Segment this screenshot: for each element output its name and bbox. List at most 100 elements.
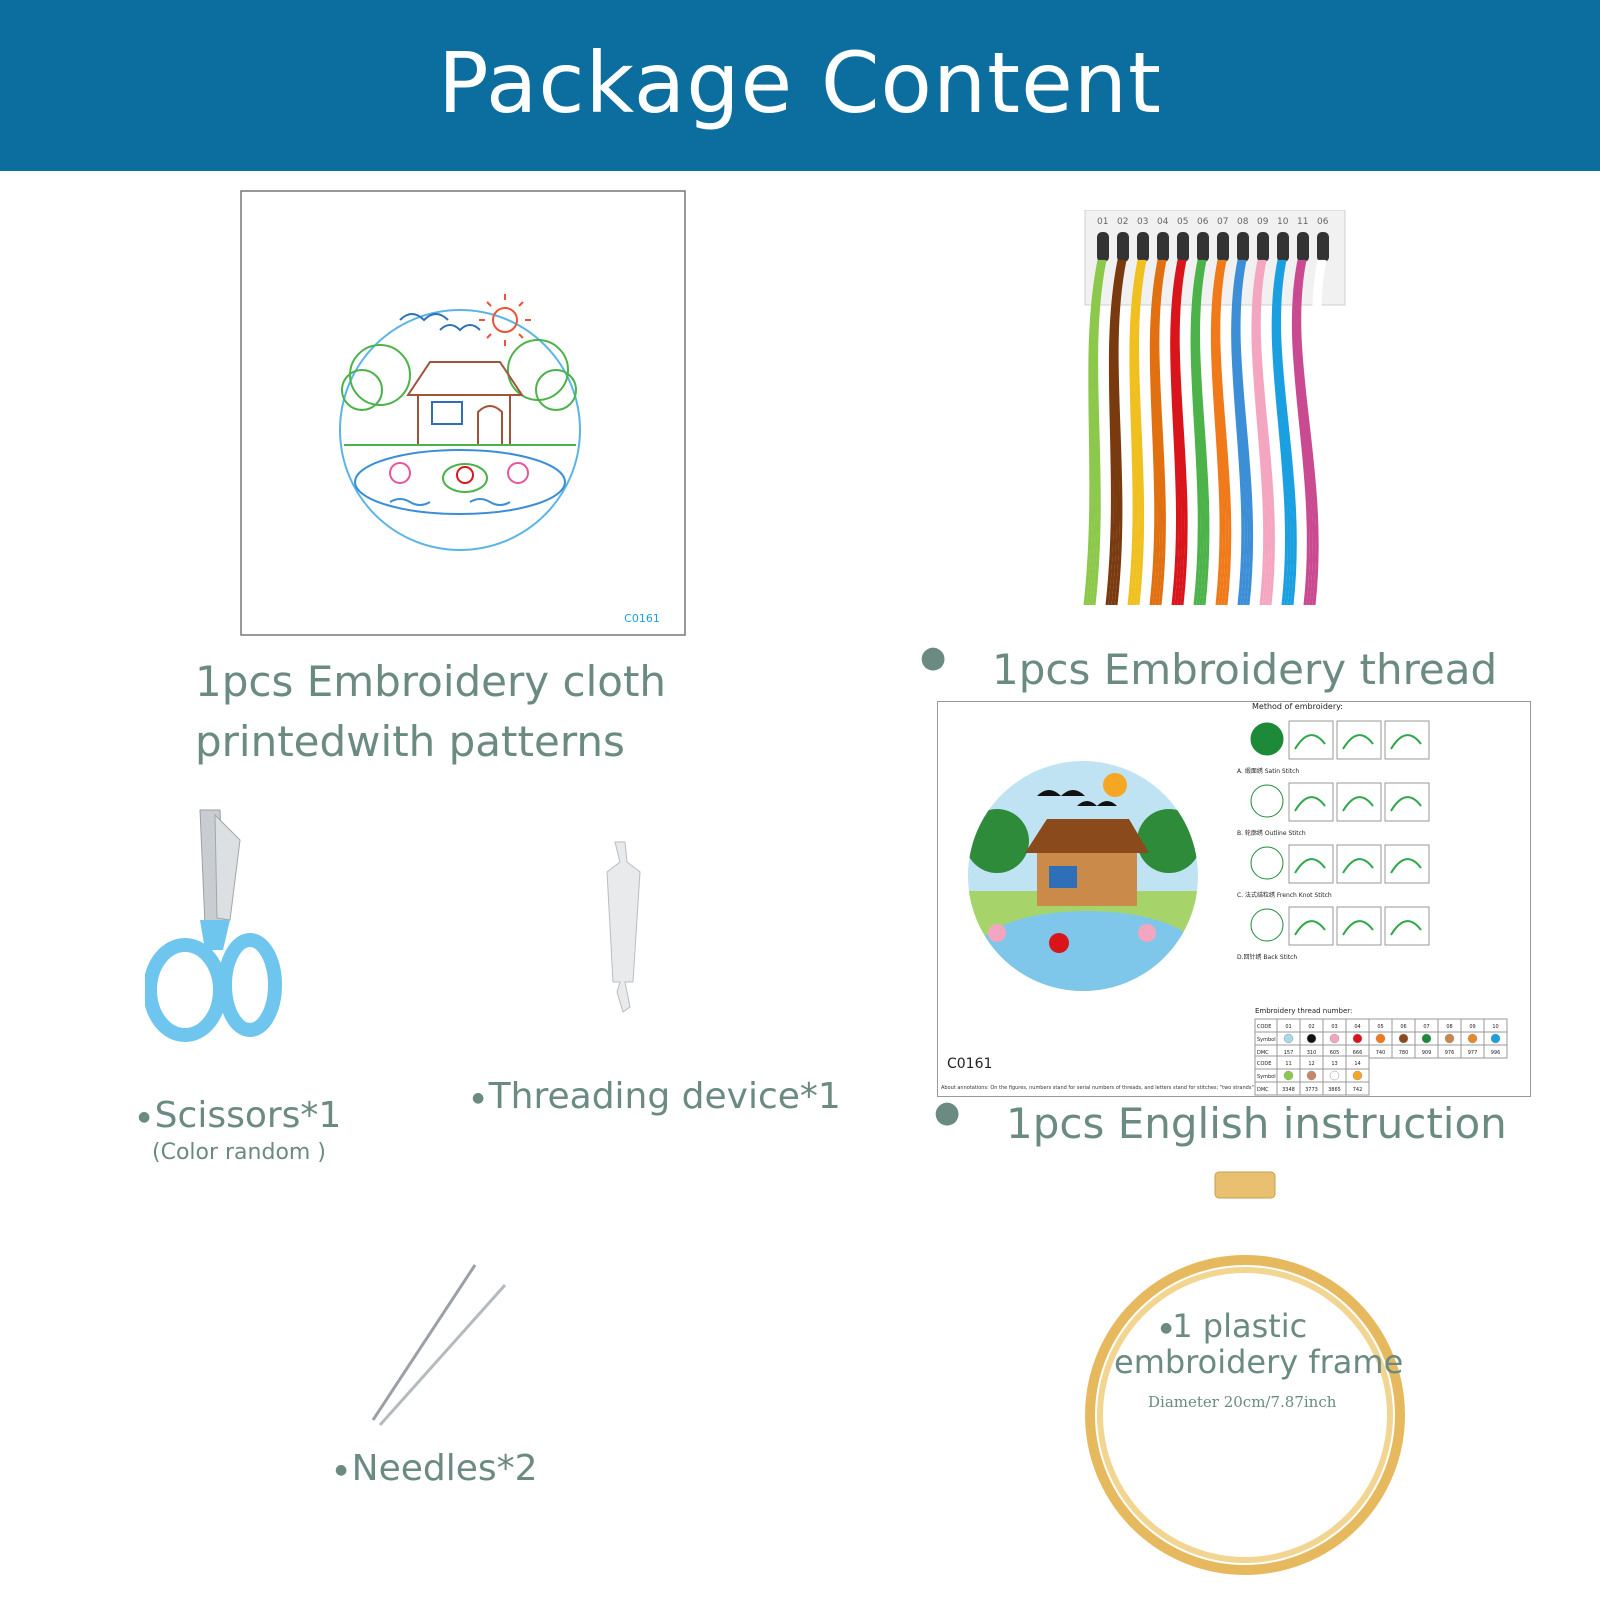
thread-color-swatch	[1352, 1033, 1363, 1044]
thread-strand	[1314, 259, 1335, 606]
thread-strand	[1133, 259, 1145, 606]
table-row-label: DMC	[1257, 1087, 1269, 1093]
stitch-thread-line	[1390, 858, 1422, 874]
thread-dmc: 157	[1284, 1050, 1294, 1056]
scissors-subcaption: (Color random )	[152, 1140, 326, 1165]
thread-strand	[1152, 259, 1163, 606]
thread-strand	[1149, 259, 1161, 606]
thread-strand	[1294, 259, 1313, 606]
thread-strand	[1089, 259, 1105, 606]
thread-strand	[1213, 259, 1226, 606]
thread-strand	[1156, 259, 1167, 606]
method-title: Method of embroidery:	[1252, 702, 1343, 711]
stitch-label: B. 轮廓绣 Outline Stitch	[1237, 829, 1306, 837]
stitch-step-image	[1288, 782, 1334, 822]
thread-code: 06	[1400, 1024, 1406, 1030]
threading-device-image	[606, 841, 641, 1013]
thread-card-number: 06	[1197, 217, 1209, 227]
thread-strand	[1197, 259, 1210, 606]
thread-card-number: 07	[1217, 217, 1228, 227]
thread-dmc: 310	[1307, 1050, 1317, 1056]
thread-dmc: 976	[1445, 1050, 1455, 1056]
thread-strand	[1136, 259, 1147, 606]
thread-code: 10	[1492, 1024, 1498, 1030]
thread-code: 05	[1377, 1024, 1383, 1030]
stitch-step-image	[1384, 906, 1430, 946]
cloth-caption-line2: printedwith patterns	[195, 717, 625, 766]
stitch-step-image	[1336, 844, 1382, 884]
table-cell	[1483, 1044, 1508, 1059]
thread-dmc: 3865	[1328, 1087, 1341, 1093]
embroidery-hoop-image	[1085, 1171, 1405, 1575]
scissors-image	[145, 809, 282, 1042]
instruction-sheet-image: C0161 About annotations: On the figures,…	[937, 701, 1531, 1097]
stitch-sample-icon	[1250, 846, 1284, 880]
thread-card-number: 10	[1277, 217, 1289, 227]
thread-color-swatch	[1329, 1033, 1340, 1044]
thread-strand	[1217, 259, 1232, 606]
thread-strand	[1215, 259, 1229, 606]
thread-card-number: 08	[1237, 217, 1249, 227]
stitch-step-image	[1336, 720, 1382, 760]
thread-strand	[1210, 259, 1223, 606]
thread-dmc: 742	[1353, 1087, 1363, 1093]
thread-slot	[1237, 232, 1249, 262]
table-cell	[1345, 1081, 1370, 1096]
thread-strand	[1086, 259, 1103, 606]
table-row-label: Symbol	[1257, 1037, 1276, 1043]
hoop-caption-line1: ●1 plastic	[1160, 1307, 1308, 1345]
thread-strand	[1172, 259, 1183, 606]
thread-strand	[1174, 259, 1185, 606]
stitch-thread-line	[1390, 734, 1422, 750]
thread-dmc: 666	[1353, 1050, 1363, 1056]
thread-strand	[1312, 259, 1332, 606]
page-title: Package Content	[438, 34, 1162, 132]
stitch-sample-icon	[1250, 908, 1284, 942]
stitch-step-image	[1336, 782, 1382, 822]
instruction-code: C0161	[947, 1056, 992, 1072]
thread-dmc: 740	[1376, 1050, 1386, 1056]
thread-strand	[1194, 259, 1207, 606]
thread-strand	[1273, 259, 1291, 606]
thread-strand	[1255, 259, 1273, 606]
thread-strand	[1275, 259, 1294, 606]
thread-strand	[1154, 259, 1165, 606]
stitch-step-image	[1384, 844, 1430, 884]
thread-card-number: 01	[1097, 217, 1108, 227]
thread-strand	[1316, 259, 1338, 606]
thread-strand	[1233, 259, 1248, 606]
instruction-note: About annotations: On the figures, numbe…	[941, 1085, 1340, 1091]
stitch-thread-line	[1294, 796, 1326, 812]
stitch-sample-icon	[1250, 722, 1284, 756]
thread-strand	[1083, 259, 1101, 606]
thread-color-swatch	[1398, 1033, 1409, 1044]
thread-strand	[1092, 259, 1107, 606]
bullet-icon: ●	[472, 1090, 489, 1106]
thread-strand	[1108, 259, 1123, 606]
stitch-thread-line	[1390, 920, 1422, 936]
stitch-label: D.回针绣 Back Stitch	[1237, 953, 1297, 961]
thread-color-swatch	[1490, 1033, 1501, 1044]
thread-code: 13	[1331, 1061, 1337, 1067]
instruction-caption: 1pcs English instruction	[1006, 1099, 1507, 1148]
thread-color-swatch	[1283, 1070, 1294, 1081]
thread-code: 12	[1308, 1061, 1314, 1067]
thread-color-swatch	[1444, 1033, 1455, 1044]
scissors-caption: ● Scissors*1	[138, 1095, 342, 1136]
thread-strand	[1237, 259, 1254, 606]
stitch-thread-line	[1342, 920, 1374, 936]
thread-card-number: 05	[1177, 217, 1188, 227]
thread-strand	[1114, 259, 1127, 606]
table-row-label: DMC	[1257, 1050, 1269, 1056]
stitch-step-image	[1384, 782, 1430, 822]
thread-color-swatch	[1329, 1070, 1340, 1081]
thread-code: 14	[1354, 1061, 1360, 1067]
thread-code: 02	[1308, 1024, 1314, 1030]
thread-slot	[1177, 232, 1189, 262]
stitch-label: A. 缎面绣 Satin Stitch	[1237, 767, 1299, 775]
stitch-step-image	[1288, 844, 1334, 884]
stitch-thread-line	[1294, 858, 1326, 874]
thread-strand	[1298, 259, 1319, 606]
thread-strand	[1253, 259, 1270, 606]
thread-strand	[1170, 259, 1181, 606]
